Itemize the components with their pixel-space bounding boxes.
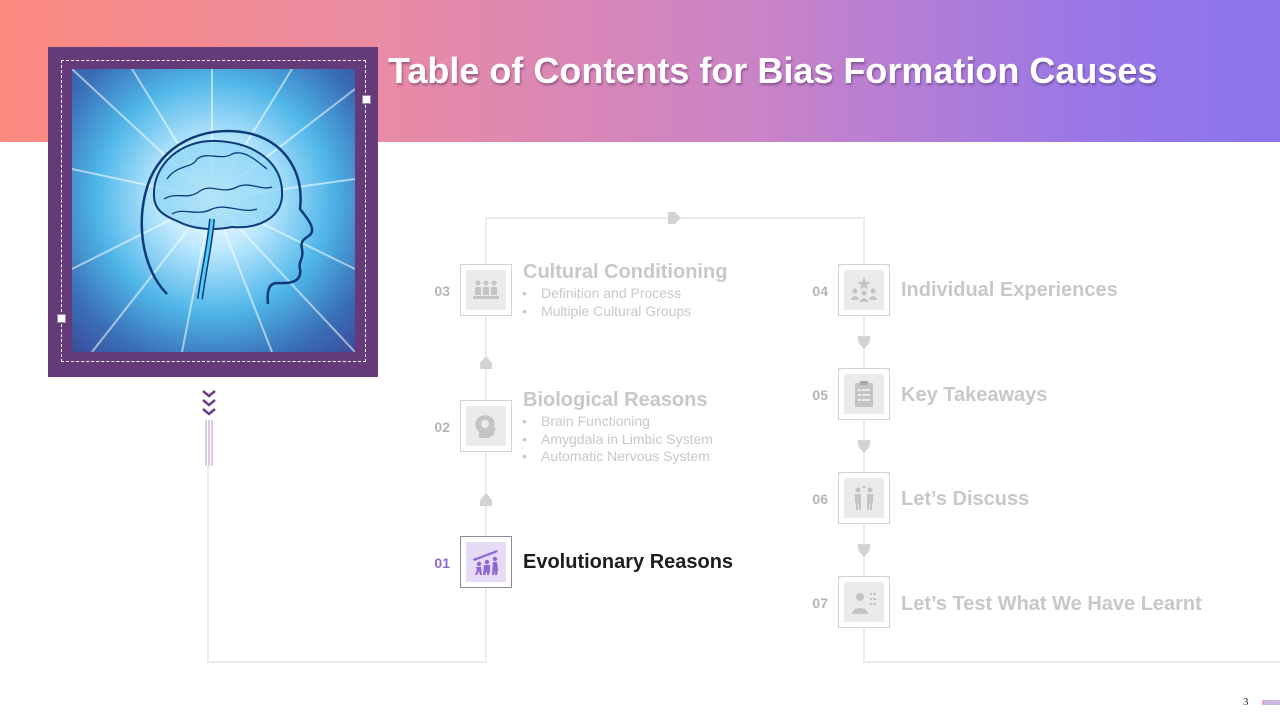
list-item: Definition and Process	[522, 285, 691, 303]
resize-handle-left[interactable]	[57, 314, 66, 323]
people-star-icon	[851, 277, 877, 302]
toc-item-lets-test[interactable]	[838, 576, 890, 628]
item-title[interactable]: Biological Reasons	[523, 389, 708, 411]
item-title[interactable]: Cultural Conditioning	[523, 261, 728, 283]
toc-item-key-takeaways[interactable]	[838, 368, 890, 420]
toc-item-biological-reasons[interactable]	[460, 400, 512, 452]
item-title[interactable]: Individual Experiences	[901, 279, 1118, 301]
resize-handle-right[interactable]	[362, 95, 371, 104]
item-bullet-list: Definition and Process Multiple Cultural…	[522, 285, 691, 320]
toc-item-lets-discuss[interactable]	[838, 472, 890, 524]
list-item: Amygdala in Limbic System	[522, 431, 713, 449]
discussion-icon	[855, 486, 873, 510]
list-item: Multiple Cultural Groups	[522, 303, 691, 321]
item-number: 02	[434, 419, 450, 435]
head-brain-icon	[475, 415, 496, 438]
page-number: 3	[1243, 696, 1249, 708]
item-title[interactable]: Evolutionary Reasons	[523, 551, 734, 573]
test-icon	[852, 593, 876, 614]
page-title: Table of Contents for Bias Formation Cau…	[388, 50, 1158, 91]
item-number: 05	[812, 387, 828, 403]
toc-item-cultural-conditioning[interactable]	[460, 264, 512, 316]
evolution-icon	[473, 550, 498, 575]
corner-accent	[1262, 700, 1280, 705]
group-icon	[473, 280, 499, 299]
item-number: 03	[434, 283, 450, 299]
list-item: Automatic Nervous System	[522, 448, 713, 466]
clipboard-icon	[855, 381, 873, 407]
toc-item-evolutionary-reasons[interactable]	[460, 536, 512, 588]
item-title[interactable]: Let’s Discuss	[901, 488, 1030, 510]
list-item: Brain Functioning	[522, 413, 713, 431]
item-bullet-list: Brain Functioning Amygdala in Limbic Sys…	[522, 413, 713, 466]
selection-border	[61, 60, 366, 362]
item-number: 07	[812, 595, 828, 611]
brain-head-icon	[72, 69, 355, 352]
item-title[interactable]: Key Takeaways	[901, 384, 1048, 406]
toc-item-individual-experiences[interactable]	[838, 264, 890, 316]
item-title[interactable]: Let’s Test What We Have Learnt	[901, 593, 1202, 615]
decorative-stem	[205, 420, 213, 466]
item-number: 01	[434, 555, 450, 571]
chevron-down-icon	[202, 390, 216, 416]
item-number: 04	[812, 283, 828, 299]
item-number: 06	[812, 491, 828, 507]
